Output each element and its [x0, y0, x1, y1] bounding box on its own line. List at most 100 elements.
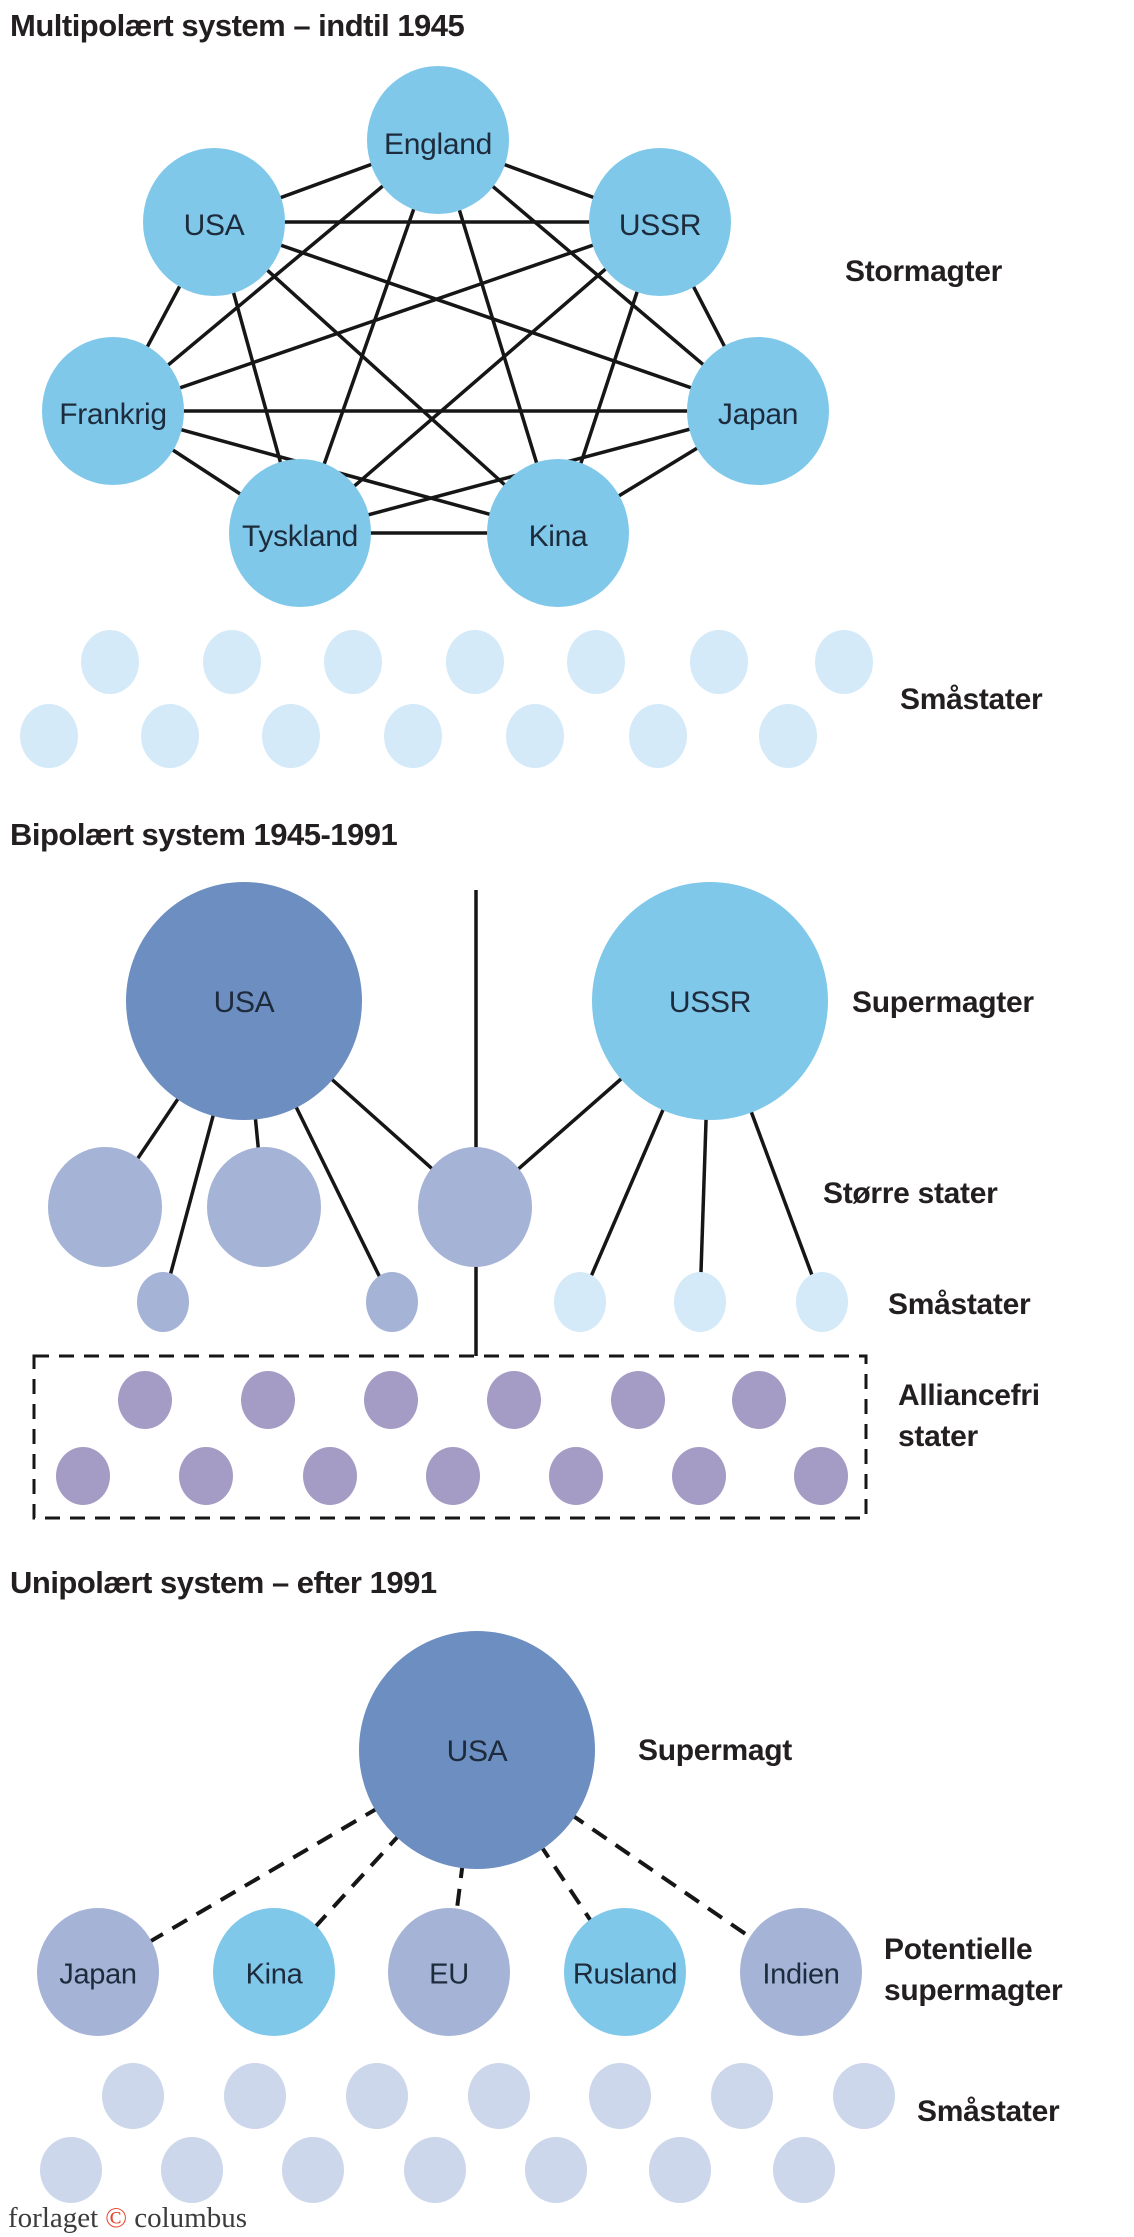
multipolar-small-states-dots	[20, 630, 873, 768]
small-state-dot	[711, 2063, 773, 2129]
node-usa-circle	[143, 148, 285, 296]
unipolar-smastater-label: Småstater	[917, 2095, 1060, 2128]
small-state-dot	[384, 704, 442, 768]
small-state-dot	[141, 704, 199, 768]
node-tyskland-circle	[229, 459, 371, 607]
non-aligned-dot	[179, 1447, 233, 1505]
storre-stater-label: Større stater	[823, 1177, 998, 1210]
larger-state-circle	[207, 1147, 321, 1267]
non-aligned-dot	[364, 1371, 418, 1429]
small-state-dot	[554, 1272, 606, 1332]
small-state-dot	[81, 630, 139, 694]
unipolar-japan-label: Japan	[59, 1958, 137, 1991]
potentielle-supermagter-label: Potentielle supermagter	[884, 1933, 1063, 2008]
small-state-dot	[282, 2137, 344, 2203]
node-japan-circle	[687, 337, 829, 485]
bipolar-larger-states	[48, 1147, 532, 1267]
non-aligned-states-dots	[56, 1371, 848, 1505]
small-state-dot	[20, 704, 78, 768]
node-ussr-circle	[589, 148, 731, 296]
copyright-icon: ©	[105, 2202, 128, 2234]
edge-usa-japan	[213, 220, 759, 413]
publisher-footer: forlaget©columbus	[8, 2202, 247, 2235]
small-state-dot	[366, 1272, 418, 1332]
unipolar-kina-label: Kina	[245, 1958, 303, 1991]
alliancefri-stater-label: Alliancefri stater	[898, 1379, 1040, 1454]
unipolar-title: Unipolært system – efter 1991	[10, 1565, 437, 1600]
non-aligned-dot	[118, 1371, 172, 1429]
non-aligned-dot	[56, 1447, 110, 1505]
small-state-dot	[161, 2137, 223, 2203]
non-aligned-dot	[426, 1447, 480, 1505]
node-kina-unipolar-circle	[213, 1908, 335, 2036]
edge-usa-japan-dashed	[96, 1748, 479, 1974]
publisher-prefix: forlaget	[8, 2202, 99, 2234]
node-frankrig-circle	[42, 337, 184, 485]
non-aligned-dot	[732, 1371, 786, 1429]
small-state-dot	[796, 1272, 848, 1332]
small-state-dot	[649, 2137, 711, 2203]
non-aligned-dot	[303, 1447, 357, 1505]
node-kina-circle	[487, 459, 629, 607]
small-state-dot	[567, 630, 625, 694]
node-england-circle	[367, 66, 509, 214]
larger-state-circle	[418, 1147, 532, 1267]
small-state-dot	[629, 704, 687, 768]
non-aligned-dot	[794, 1447, 848, 1505]
small-state-dot	[137, 1272, 189, 1332]
small-state-dot	[468, 2063, 530, 2129]
bipolar-title: Bipolært system 1945-1991	[10, 817, 398, 852]
unipolar-rusland-label: Rusland	[572, 1958, 678, 1991]
node-ussr-label: USSR	[618, 209, 702, 242]
small-state-dot	[262, 704, 320, 768]
supermagter-label: Supermagter	[852, 986, 1034, 1019]
small-state-dot	[690, 630, 748, 694]
bipolar-ussr-label: USSR	[668, 986, 752, 1019]
edge-ussr-tyskland	[298, 220, 662, 535]
small-state-dot	[40, 2137, 102, 2203]
small-state-dot	[525, 2137, 587, 2203]
small-state-dot	[404, 2137, 466, 2203]
small-state-dot	[446, 630, 504, 694]
node-tyskland-label: Tyskland	[242, 520, 358, 553]
unipolar-small-states-dots	[40, 2063, 895, 2203]
non-aligned-dot	[672, 1447, 726, 1505]
small-state-dot	[674, 1272, 726, 1332]
non-aligned-dot	[241, 1371, 295, 1429]
small-state-dot	[589, 2063, 651, 2129]
node-kina-label: Kina	[528, 520, 588, 553]
small-state-dot	[224, 2063, 286, 2129]
node-rusland-unipolar-circle	[564, 1908, 686, 2036]
non-aligned-dot	[487, 1371, 541, 1429]
unipolar-eu-label: EU	[429, 1958, 469, 1991]
multipolar-title: Multipolært system – indtil 1945	[10, 8, 465, 43]
small-state-dot	[833, 2063, 895, 2129]
superpower-usa-circle	[126, 882, 362, 1120]
node-japan-label: Japan	[717, 398, 799, 431]
small-state-dot	[346, 2063, 408, 2129]
multipolar-smastater-label: Småstater	[900, 683, 1043, 716]
superpower-usa-unipolar-circle	[359, 1631, 595, 1869]
non-aligned-states-box	[32, 1354, 868, 1520]
small-state-dot	[506, 704, 564, 768]
non-aligned-dot	[611, 1371, 665, 1429]
small-state-dot	[759, 704, 817, 768]
larger-state-circle	[48, 1147, 162, 1267]
bipolar-small-states	[137, 1272, 848, 1332]
edge-usa-kina-dashed	[272, 1748, 479, 1974]
node-eu-unipolar-circle	[388, 1908, 510, 2036]
multipolar-nodes	[42, 66, 829, 607]
node-england-label: England	[384, 128, 492, 161]
unipolar-usa-label: USA	[446, 1735, 508, 1768]
publisher-suffix: columbus	[134, 2202, 247, 2234]
bipolar-usa-label: USA	[213, 986, 275, 1019]
stormagter-label: Stormagter	[845, 255, 1003, 288]
edge-ussr-frankrig	[112, 220, 661, 413]
small-state-dot	[102, 2063, 164, 2129]
small-state-dot	[203, 630, 261, 694]
unipolar-indien-label: Indien	[762, 1958, 840, 1991]
bipolar-smastater-label: Småstater	[888, 1288, 1031, 1321]
non-aligned-dot	[549, 1447, 603, 1505]
node-japan-unipolar-circle	[37, 1908, 159, 2036]
